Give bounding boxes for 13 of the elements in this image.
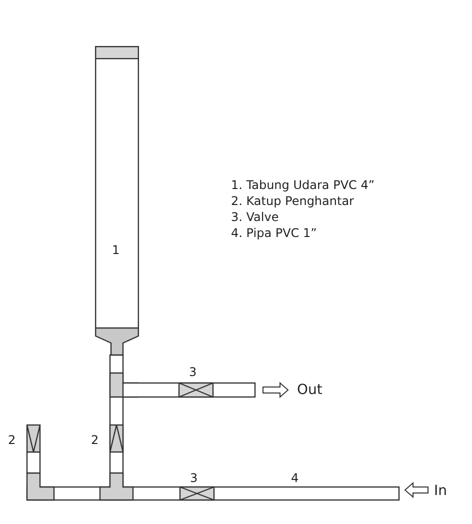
air-tank <box>95 46 139 356</box>
flow-label: Out <box>297 382 322 398</box>
part-number: 2 <box>8 432 16 448</box>
part-number: 4 <box>291 470 299 486</box>
legend-text: 1. Tabung Udara PVC 4” <box>231 177 375 193</box>
part-number: 3 <box>189 364 197 380</box>
part-number: 1 <box>112 242 120 258</box>
flow-label: In <box>434 483 448 499</box>
part-number: 2 <box>91 432 99 448</box>
part-number: 3 <box>190 470 198 486</box>
legend-text: 3. Valve <box>231 209 279 225</box>
legend-text: 4. Pipa PVC 1” <box>231 225 317 241</box>
legend-text: 2. Katup Penghantar <box>231 193 354 209</box>
